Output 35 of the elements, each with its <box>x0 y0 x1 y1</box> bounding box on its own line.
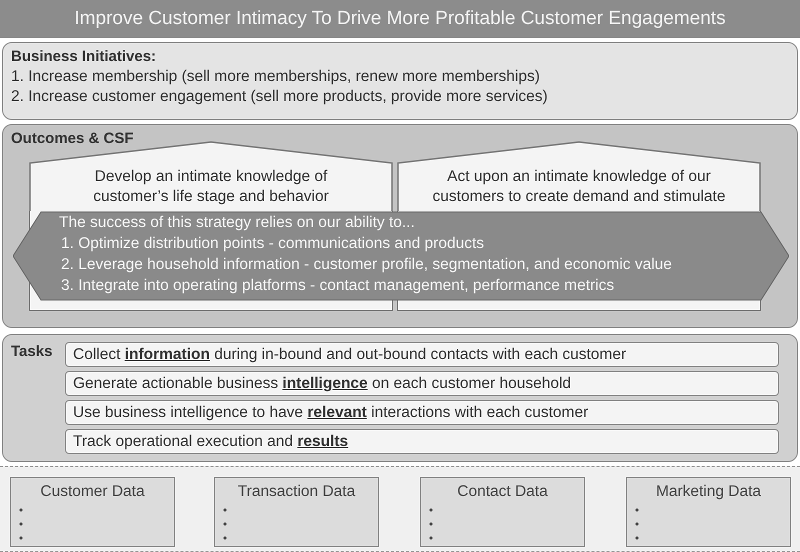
section-heading: Outcomes & CSF <box>11 130 134 147</box>
data-box <box>626 477 791 547</box>
strategy-item-text: 2. Leverage household information - customer profile, segmentation, and economic value <box>61 256 672 274</box>
strategy-item-text: 1. Optimize distribution points - communications and products <box>61 235 484 253</box>
data-label: Marketing Data <box>654 483 762 501</box>
task-text: Generate actionable business intelligence on each customer household <box>73 375 572 393</box>
data-label: Contact Data <box>456 483 549 501</box>
task-text: Track operational execution and results <box>73 433 348 451</box>
section-heading: Business Initiatives: <box>11 48 156 65</box>
strategy-hexagon <box>13 211 789 301</box>
strategy-intro-text: The success of this strategy relies on our ability to... <box>59 214 415 232</box>
data-box <box>10 477 175 547</box>
outcome-text: Act upon an intimate knowledge of our customers to create demand and stimulate <box>432 167 726 207</box>
task-text: Collect information during in-bound and out-bound contacts with each customer <box>73 346 626 364</box>
strategy-item-text: 3. Integrate into operating platforms - contact management, performance metrics <box>61 277 614 295</box>
section-heading: Tasks <box>11 343 52 360</box>
outcome-pentagon <box>397 141 761 211</box>
outcome-text: Develop an intimate knowledge of customer’s life stage and behavior <box>92 167 330 207</box>
data-label: Customer Data <box>39 483 146 501</box>
task-box <box>65 400 779 425</box>
task-box <box>65 429 779 454</box>
section-panel <box>2 42 798 120</box>
task-box <box>65 371 779 396</box>
data-label: Transaction Data <box>236 483 356 501</box>
data-box <box>420 477 585 547</box>
data-box <box>214 477 379 547</box>
initiative-text: 2. Increase customer engagement (sell more products, provide more services) <box>11 88 548 106</box>
task-text: Use business intelligence to have relevant interactions with each customer <box>73 404 588 422</box>
section-panel <box>2 124 798 328</box>
task-box <box>65 342 779 367</box>
section-panel <box>2 334 798 462</box>
initiative-text: 1. Increase membership (sell more memberships, renew more memberships) <box>11 68 540 86</box>
data-layer-panel <box>0 466 800 552</box>
title-text: Improve Customer Intimacy To Drive More Profitable Customer Engagements <box>73 8 727 30</box>
title-band <box>0 0 800 38</box>
